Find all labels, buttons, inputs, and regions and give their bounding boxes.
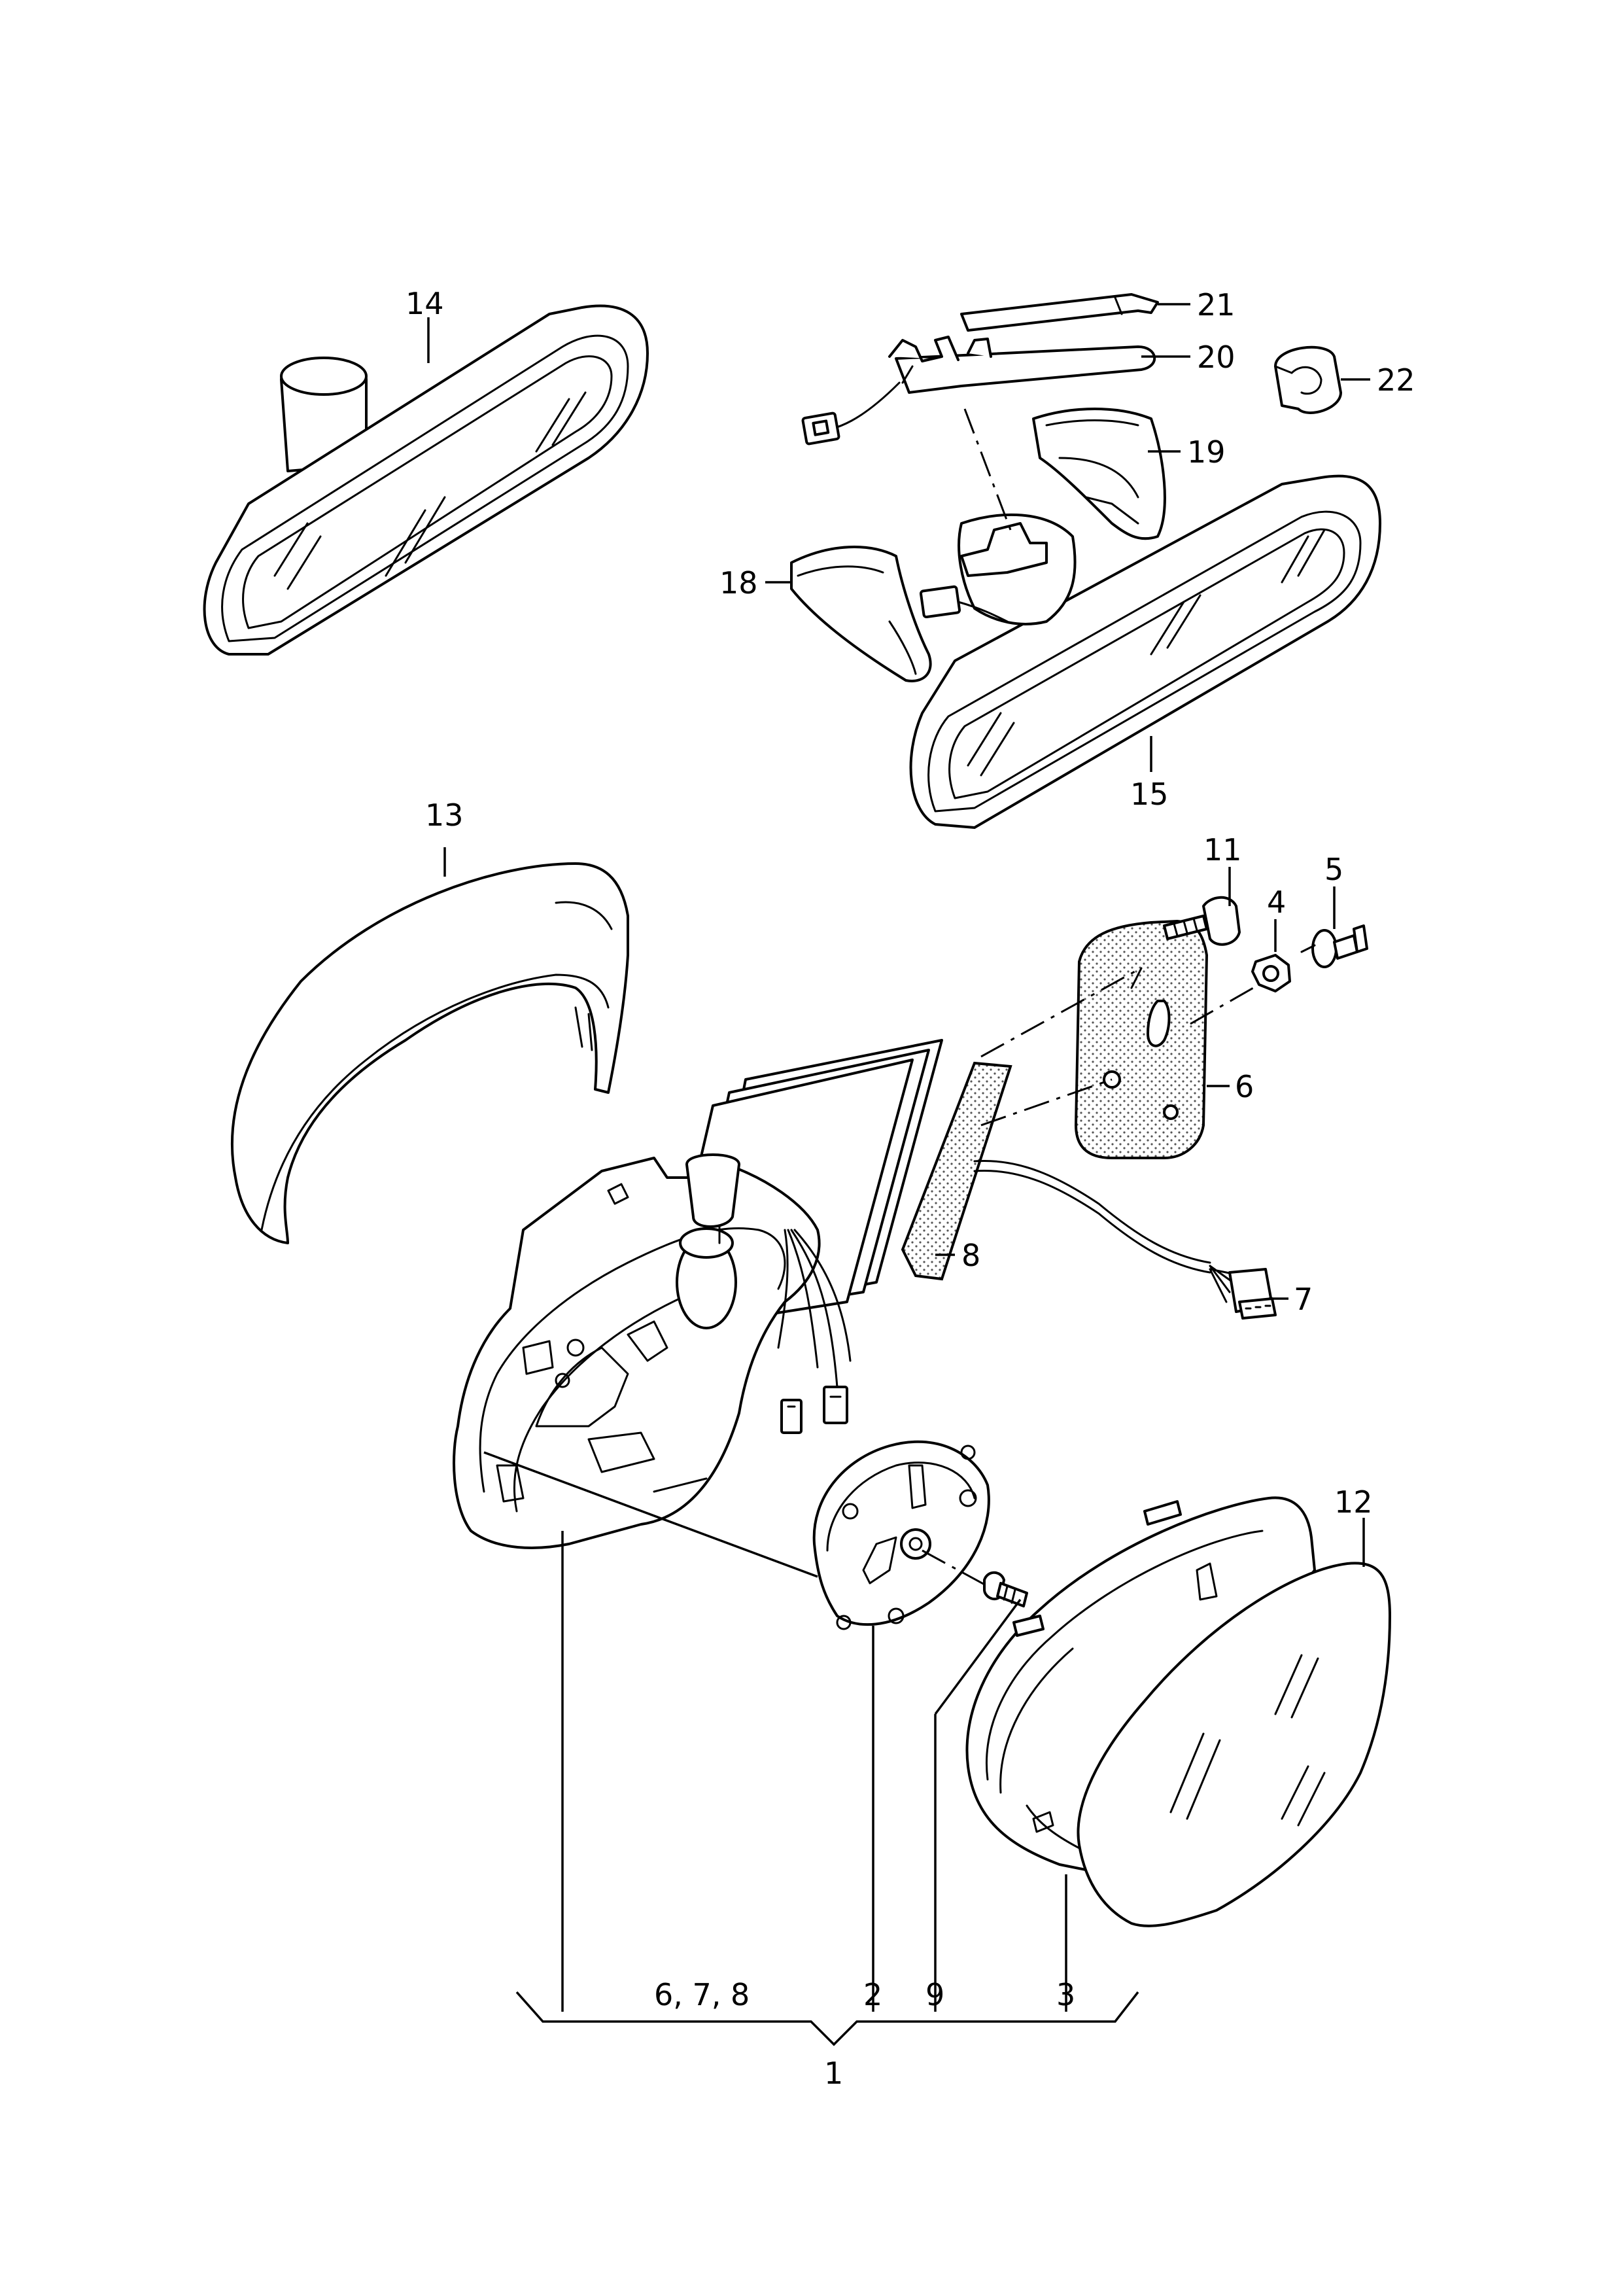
- callout-2: 2: [863, 1977, 882, 2012]
- callout-20: 20: [1197, 340, 1235, 375]
- cover-part-18: [790, 546, 932, 682]
- mirror-frame-3: [965, 1496, 1316, 1872]
- mounting-plate-6: [1074, 919, 1209, 1159]
- callout-21: 21: [1197, 287, 1235, 323]
- base-housing: [919, 513, 1077, 625]
- callout-6: 6: [1235, 1069, 1254, 1104]
- callout-9: 9: [925, 1977, 944, 2012]
- interior-mirror-14: [203, 304, 649, 656]
- callout-4: 4: [1267, 885, 1286, 920]
- callout-1: 1: [824, 2056, 843, 2091]
- callout-12: 12: [1334, 1484, 1373, 1520]
- callout-13: 13: [425, 797, 464, 833]
- adjustment-motor-2: [812, 1440, 990, 1630]
- callout-7: 7: [1294, 1282, 1313, 1317]
- callout-19: 19: [1187, 434, 1226, 470]
- mirror-housing: [453, 1153, 852, 1549]
- cover-part-21: [960, 293, 1159, 332]
- nut-4: [1251, 954, 1291, 992]
- callout-5: 5: [1324, 852, 1343, 887]
- cover-part-19: [1032, 408, 1166, 540]
- clip-part-22: [1274, 345, 1342, 414]
- callout-11: 11: [1203, 832, 1242, 867]
- callout-22: 22: [1377, 362, 1415, 398]
- callout-14: 14: [406, 286, 444, 321]
- callout-labels: 14 21 20 22 19 18 15 13 11 5 4 6 8 7 12 …: [406, 286, 1415, 2091]
- screw-11: [1163, 896, 1241, 946]
- callout-8: 8: [961, 1238, 980, 1273]
- mirror-glass-12: [1077, 1562, 1391, 1927]
- callout-15: 15: [1130, 777, 1169, 812]
- callout-18: 18: [719, 565, 758, 601]
- callout-3: 3: [1056, 1977, 1075, 2012]
- cable-harness-7: [973, 1159, 1277, 1320]
- heating-pad-8: [901, 1061, 1012, 1281]
- bracket-part-20: [801, 336, 1156, 446]
- callout-6-7-8: 6, 7, 8: [654, 1977, 750, 2012]
- fastener-5: [1300, 924, 1368, 968]
- interior-mirror-15: [909, 474, 1381, 829]
- leader-lines: [427, 303, 1370, 2046]
- mirror-cap-13: [230, 862, 629, 1244]
